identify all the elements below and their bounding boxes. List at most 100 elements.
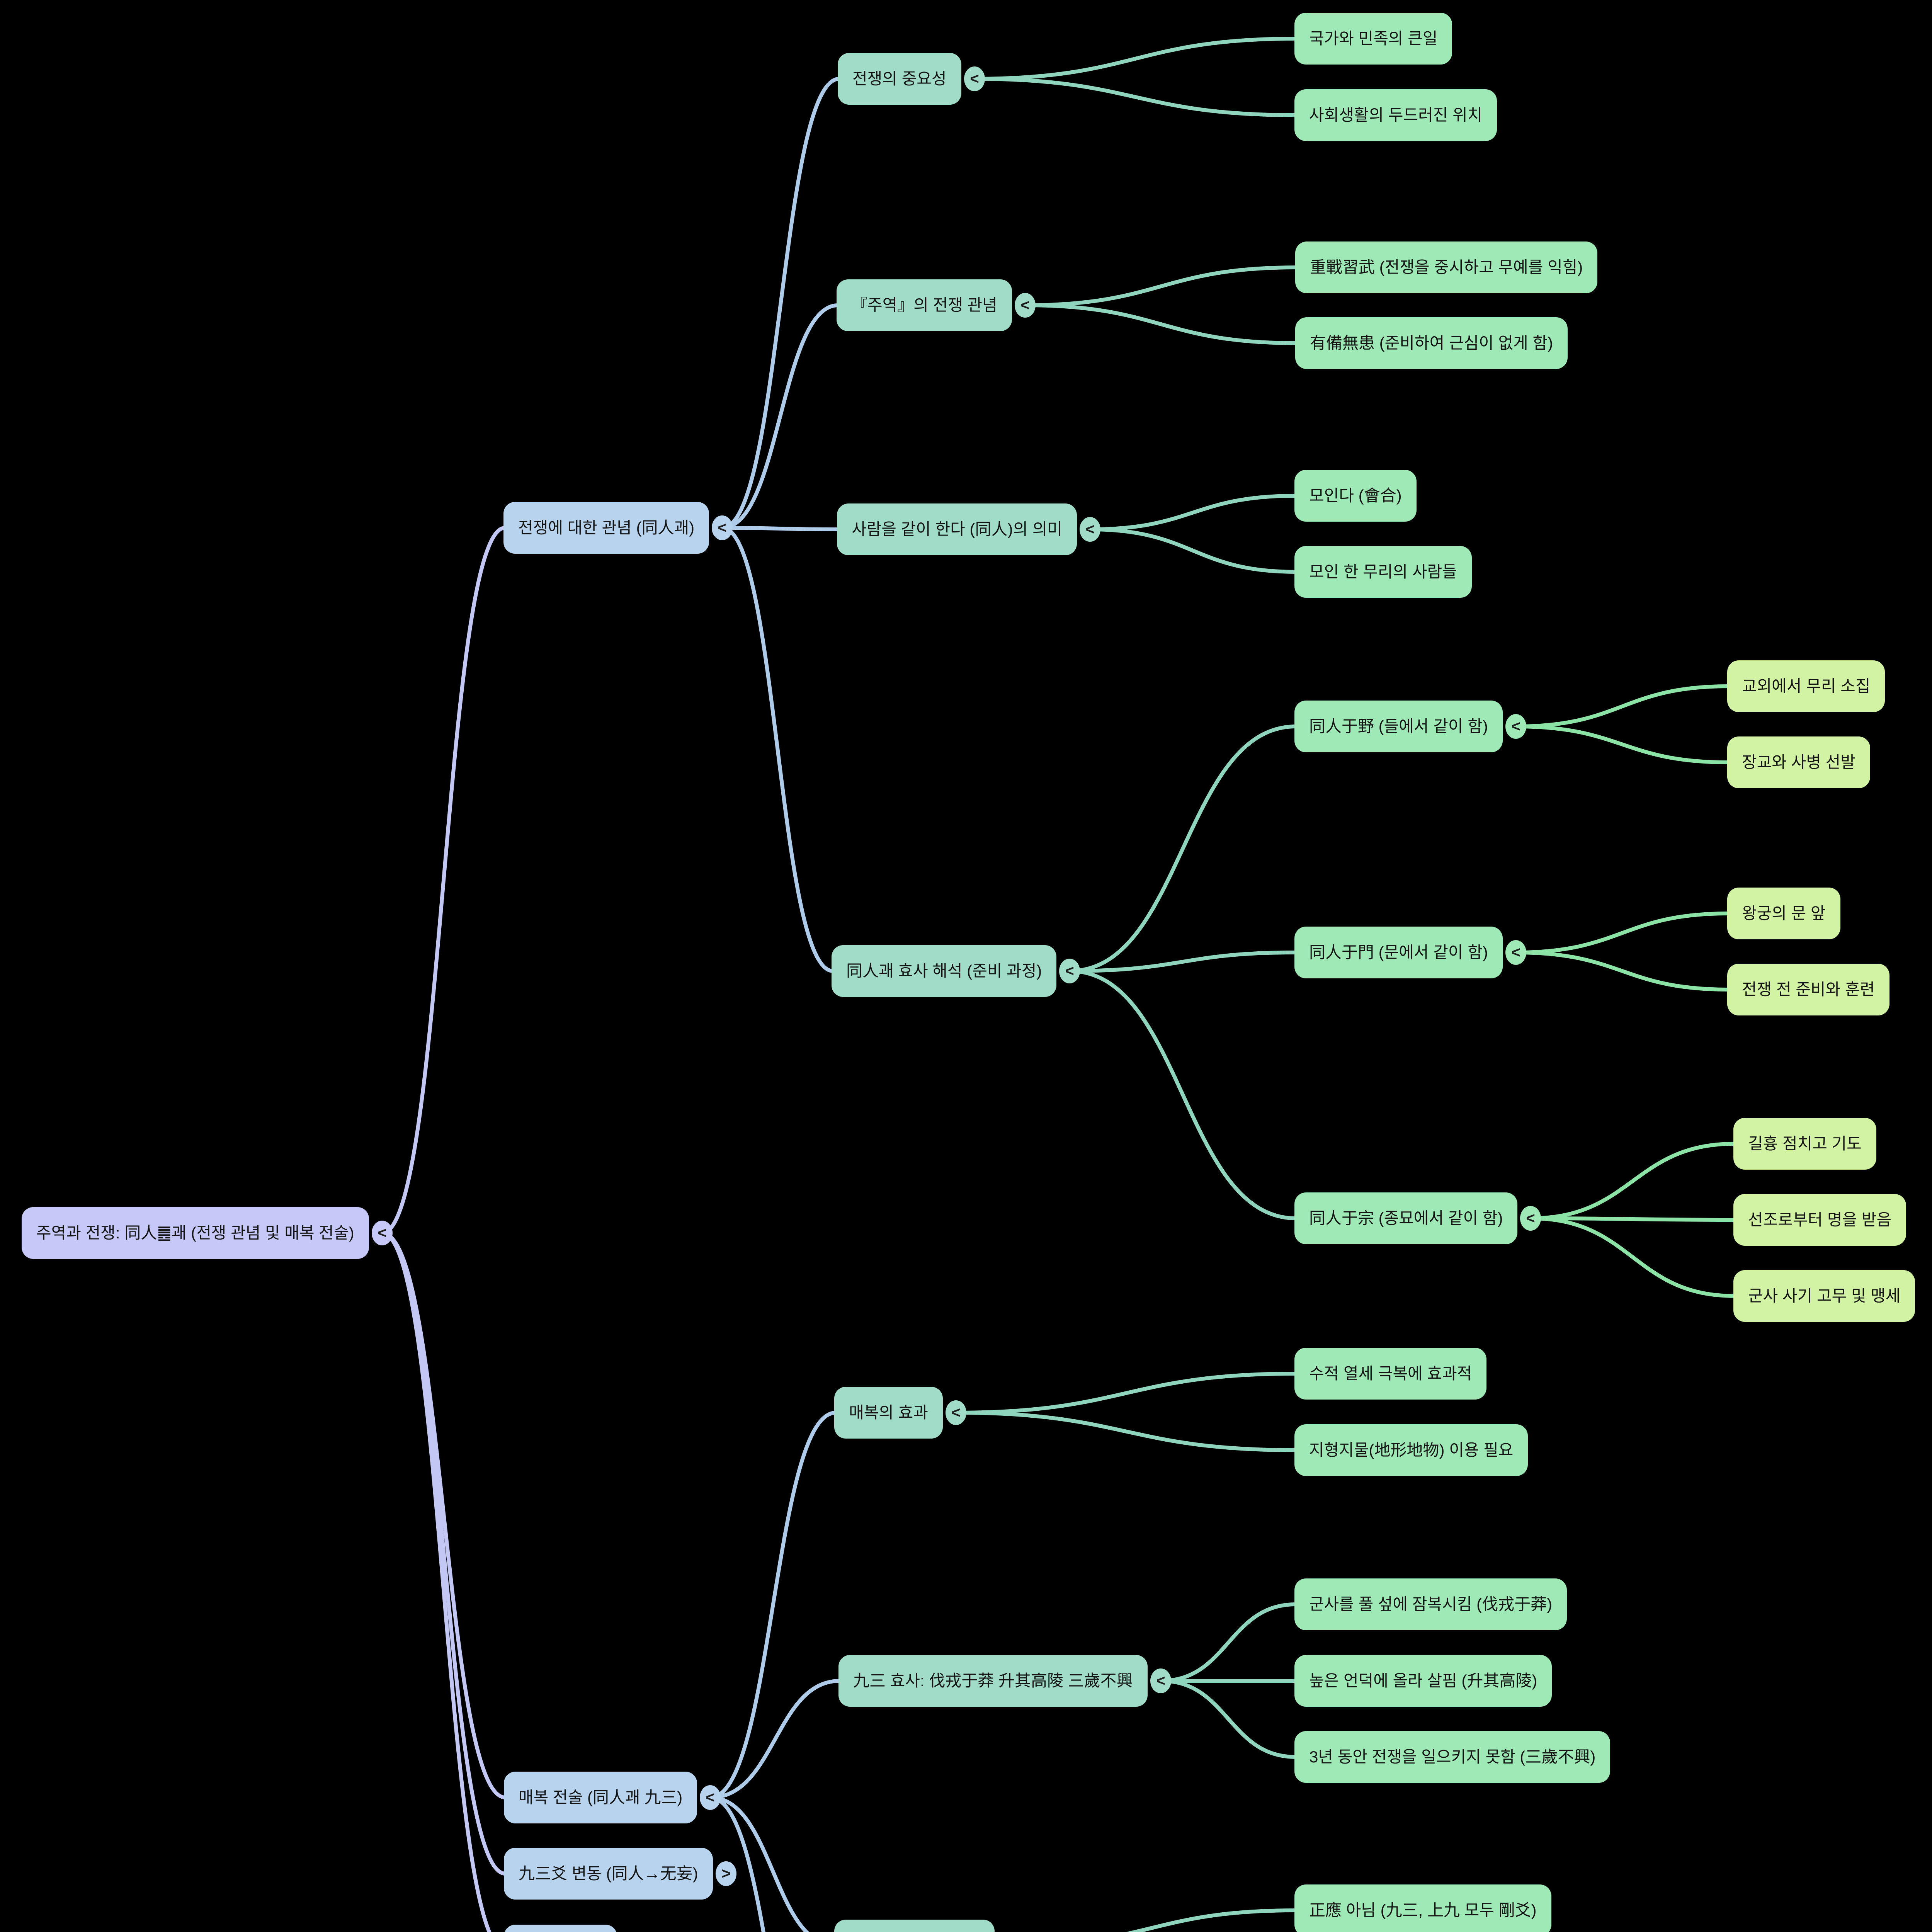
node-label: 3년 동안 전쟁을 일으키지 못함 (三歲不興) [1309,1747,1596,1766]
branch-connector [708,1796,810,1932]
chevron-left-icon: < [1020,296,1030,314]
branch-connector [1514,912,1731,954]
branch-connector [720,303,840,530]
chevron-left-icon: < [970,70,979,87]
mindmap-node-18[interactable]: 모인 한 무리의 사람들 [1294,546,1472,598]
chevron-left-icon: < [718,519,727,536]
branch-connector [708,1796,765,1932]
branch-connector [380,526,507,1235]
branch-connector [708,1679,842,1799]
branch-connector [954,1372,1298,1415]
mindmap-node-16[interactable]: 有備無患 (준비하여 근심이 없게 함) [1295,317,1568,369]
collapse-toggle-10[interactable]: < [1150,1668,1171,1693]
mindmap-node-20[interactable]: 同人于門 (문에서 같이 함) [1294,927,1503,978]
branch-connector [1159,1602,1298,1683]
chevron-left-icon: < [1511,718,1520,735]
branch-connector [1514,684,1731,728]
mindmap-node-4[interactable]: 결론 및 조언 [504,1925,617,1932]
mindmap-node-6[interactable]: 『주역』의 전쟁 관념 [837,279,1012,331]
branch-connector [973,77,1298,117]
chevron-left-icon: < [1156,1672,1165,1689]
mindmap-node-2[interactable]: 매복 전술 (同人괘 九三) [504,1772,697,1823]
mindmap-node-13[interactable]: 국가와 민족의 큰일 [1294,13,1452,65]
mindmap-node-24[interactable]: 군사를 풀 섶에 잠복시킴 (伐戎于莽) [1294,1578,1567,1630]
branch-connector [720,526,840,531]
collapse-toggle-5[interactable]: < [964,66,985,91]
node-label: 同人괘 효사 해석 (준비 과정) [846,961,1042,980]
node-label: 同人于野 (들에서 같이 함) [1309,717,1488,735]
mindmap-node-35[interactable]: 길흉 점치고 기도 [1733,1118,1876,1170]
mindmap-node-1[interactable]: 전쟁에 대한 관념 (同人괘) [503,502,709,554]
node-label: 모인 한 무리의 사람들 [1309,562,1457,581]
chevron-left-icon: < [1526,1209,1535,1227]
collapse-toggle-21[interactable]: < [1520,1206,1541,1231]
node-label: 사람을 같이 한다 (同人)의 의미 [852,520,1063,538]
branch-connector [1514,724,1731,764]
mindmap-node-3[interactable]: 九三爻 변동 (同人→无妄) [504,1848,713,1900]
mindmap-node-26[interactable]: 3년 동안 전쟁을 일으키지 못함 (三歲不興) [1294,1731,1611,1783]
chevron-left-icon: < [378,1224,387,1242]
mindmap-node-7[interactable]: 사람을 같이 한다 (同人)의 의미 [837,503,1077,555]
collapse-toggle-6[interactable]: < [1015,293,1036,318]
chevron-right-icon: > [721,1865,731,1882]
mindmap-node-11[interactable]: 九三의 관계와 상황 [834,1920,995,1932]
collapse-toggle-8[interactable]: < [1059,959,1080,983]
branch-connector [1023,265,1299,307]
node-label: 군사 사기 고무 및 맹세 [1748,1286,1901,1305]
node-label: 사회생활의 두드러진 위치 [1309,105,1483,124]
branch-connector [720,77,841,530]
node-label: 전쟁에 대한 관념 (同人괘) [518,518,695,537]
mindmap-node-36[interactable]: 선조로부터 명을 받음 [1733,1194,1906,1246]
node-label: 同人于宗 (종묘에서 같이 함) [1309,1209,1503,1227]
collapse-toggle-2[interactable]: < [700,1785,721,1810]
node-label: 有備無患 (준비하여 근심이 없게 함) [1310,333,1553,352]
mindmap-node-10[interactable]: 九三 효사: 伐戎于莽 升其高陵 三歲不興 [838,1655,1148,1707]
node-label: 선조로부터 명을 받음 [1748,1210,1892,1229]
mindmap-node-34[interactable]: 전쟁 전 준비와 훈련 [1727,964,1890,1015]
mindmap-node-37[interactable]: 군사 사기 고무 및 맹세 [1733,1270,1915,1322]
mindmap-node-17[interactable]: 모인다 (會合) [1294,470,1417,522]
mindmap-node-25[interactable]: 높은 언덕에 올라 살핌 (升其高陵) [1294,1655,1552,1707]
mindmap-node-8[interactable]: 同人괘 효사 해석 (준비 과정) [832,945,1057,997]
collapse-toggle-1[interactable]: < [712,515,733,540]
branch-connector [1529,1216,1737,1222]
mindmap-node-14[interactable]: 사회생활의 두드러진 위치 [1294,89,1497,141]
collapse-toggle-19[interactable]: < [1505,714,1526,739]
mindmap-node-32[interactable]: 장교와 사병 선발 [1727,736,1870,788]
mindmap-node-23[interactable]: 지형지물(地形地物) 이용 필요 [1294,1424,1528,1476]
node-label: 교외에서 무리 소집 [1742,677,1871,695]
node-label: 『주역』의 전쟁 관념 [851,296,997,314]
collapse-toggle-20[interactable]: < [1505,940,1526,965]
mindmap-node-22[interactable]: 수적 열세 극복에 효과적 [1294,1348,1487,1400]
node-label: 九三爻 변동 (同人→无妄) [519,1864,698,1883]
branch-connector [1514,951,1731,992]
collapse-toggle-7[interactable]: < [1080,517,1100,542]
mindmap-node-9[interactable]: 매복의 효과 [834,1387,943,1439]
collapse-toggle-3[interactable]: > [716,1861,736,1886]
mindmap-node-19[interactable]: 同人于野 (들에서 같이 함) [1294,701,1503,752]
collapse-toggle-9[interactable]: < [946,1400,966,1425]
node-label: 주역과 전쟁: 同人䷌괘 (전쟁 관념 및 매복 전술) [36,1223,354,1242]
node-label: 왕궁의 문 앞 [1742,904,1826,922]
collapse-toggle-0[interactable]: < [372,1221,393,1245]
mindmap-node-33[interactable]: 왕궁의 문 앞 [1727,888,1840,939]
node-label: 국가와 민족의 큰일 [1309,29,1438,48]
node-label: 길흉 점치고 기도 [1748,1134,1862,1153]
mindmap-node-21[interactable]: 同人于宗 (종묘에서 같이 함) [1294,1192,1518,1244]
branch-connector [708,1411,838,1799]
mindmap-node-0[interactable]: 주역과 전쟁: 同人䷌괘 (전쟁 관념 및 매복 전술) [22,1207,369,1259]
node-label: 지형지물(地形地物) 이용 필요 [1309,1440,1514,1459]
chevron-left-icon: < [951,1404,961,1421]
mindmap-node-15[interactable]: 重戰習武 (전쟁을 중시하고 무예를 익힘) [1295,242,1598,293]
node-label: 군사를 풀 섶에 잠복시킴 (伐戎于莽) [1309,1595,1553,1613]
mindmap-node-31[interactable]: 교외에서 무리 소집 [1727,660,1885,712]
node-label: 수적 열세 극복에 효과적 [1309,1364,1472,1383]
node-label: 매복 전술 (同人괘 九三) [519,1788,683,1806]
mindmap-node-5[interactable]: 전쟁의 중요성 [838,53,961,105]
branch-connector [954,1411,1298,1452]
chevron-left-icon: < [1511,944,1520,961]
mindmap-node-27[interactable]: 正應 아님 (九三, 上九 모두 剛爻) [1294,1884,1551,1932]
